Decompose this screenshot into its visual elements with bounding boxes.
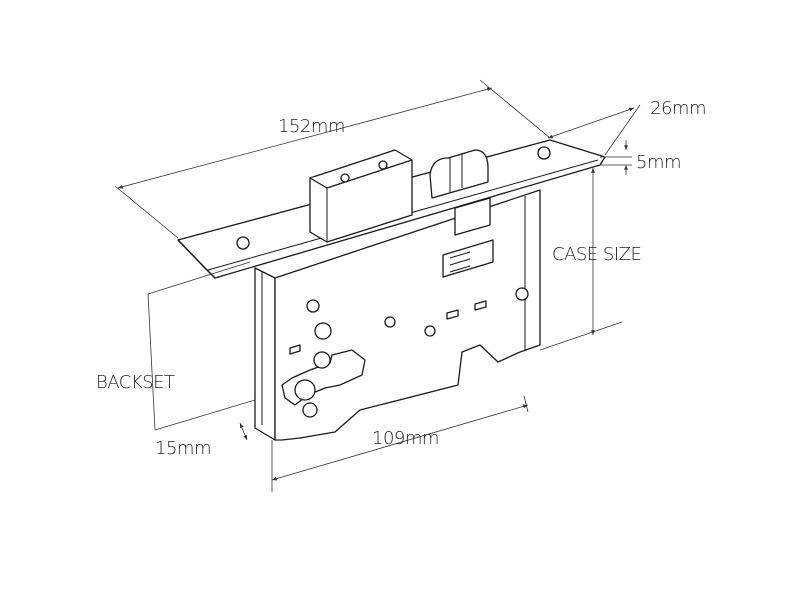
case-size-label: CASE SIZE (552, 244, 642, 265)
screw-icon (537, 146, 551, 160)
dimension-lines (114, 79, 641, 492)
offset-label: 15mm (155, 438, 211, 459)
backset-label: BACKSET (96, 372, 175, 393)
case-width-label: 109mm (372, 428, 439, 449)
faceplate-thickness-label: 5mm (636, 152, 682, 173)
length-label: 152mm (278, 116, 345, 137)
faceplate-width-label: 26mm (650, 98, 706, 119)
latch-bolt (309, 149, 413, 243)
screw-icon (236, 236, 250, 250)
